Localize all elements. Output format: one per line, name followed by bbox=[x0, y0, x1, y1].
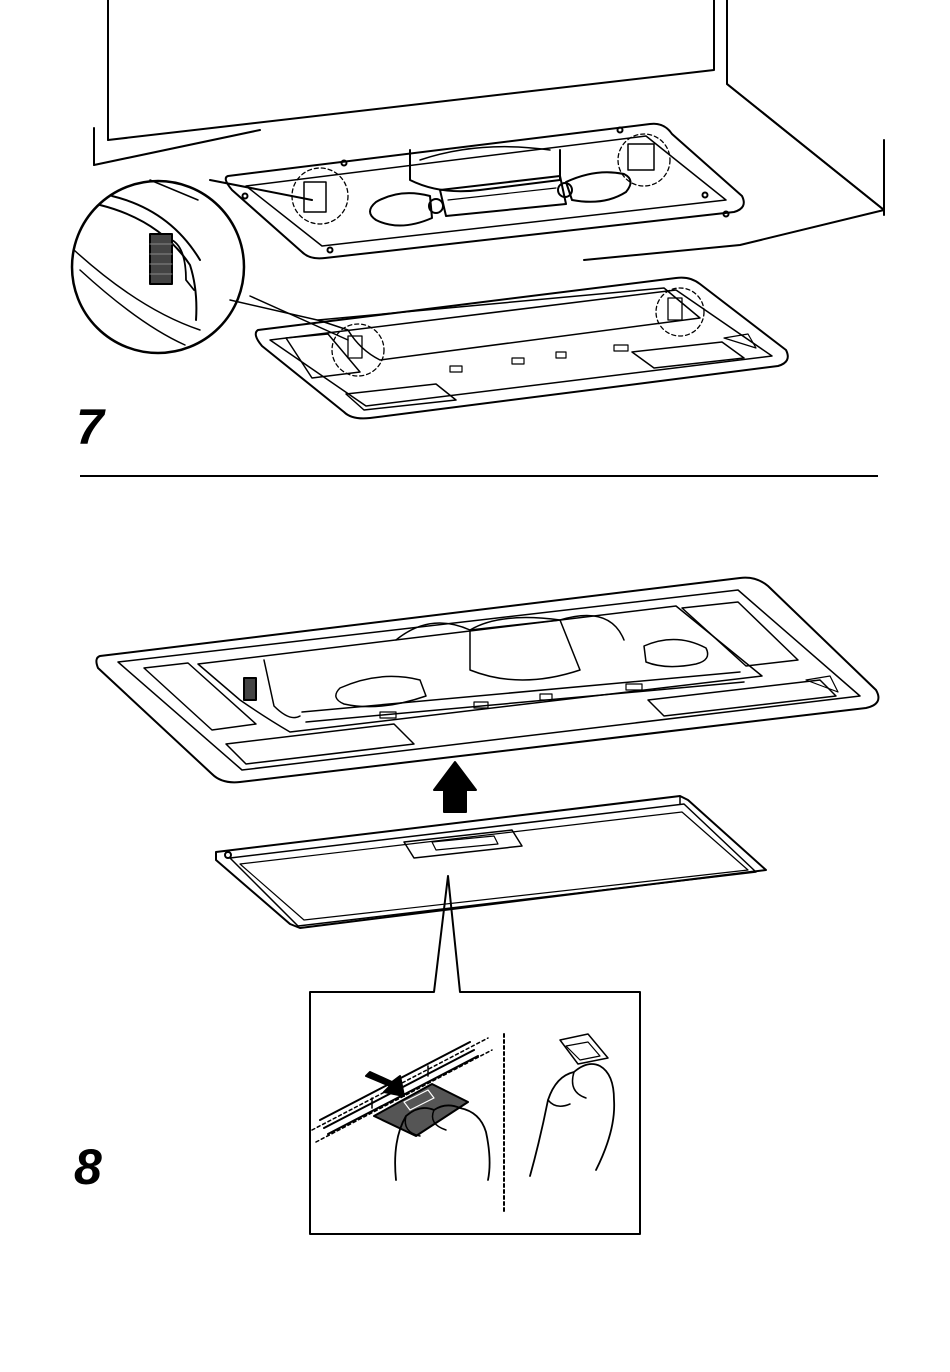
filter-handle-detail bbox=[312, 1038, 492, 1142]
light-cover-panel bbox=[230, 278, 788, 419]
step-number-8: 8 bbox=[74, 1142, 102, 1192]
arrow-up-icon bbox=[434, 762, 476, 812]
step-divider bbox=[80, 475, 878, 477]
grease-filter bbox=[216, 796, 766, 928]
light-cover-panel-large bbox=[96, 578, 878, 783]
callout-box bbox=[310, 876, 640, 1234]
hand-with-filter-icon bbox=[530, 1034, 614, 1176]
hand-icon bbox=[395, 1105, 489, 1180]
step7-illustration bbox=[0, 0, 950, 480]
cooker-hood-underside bbox=[94, 0, 884, 260]
step-number-7: 7 bbox=[76, 402, 104, 452]
